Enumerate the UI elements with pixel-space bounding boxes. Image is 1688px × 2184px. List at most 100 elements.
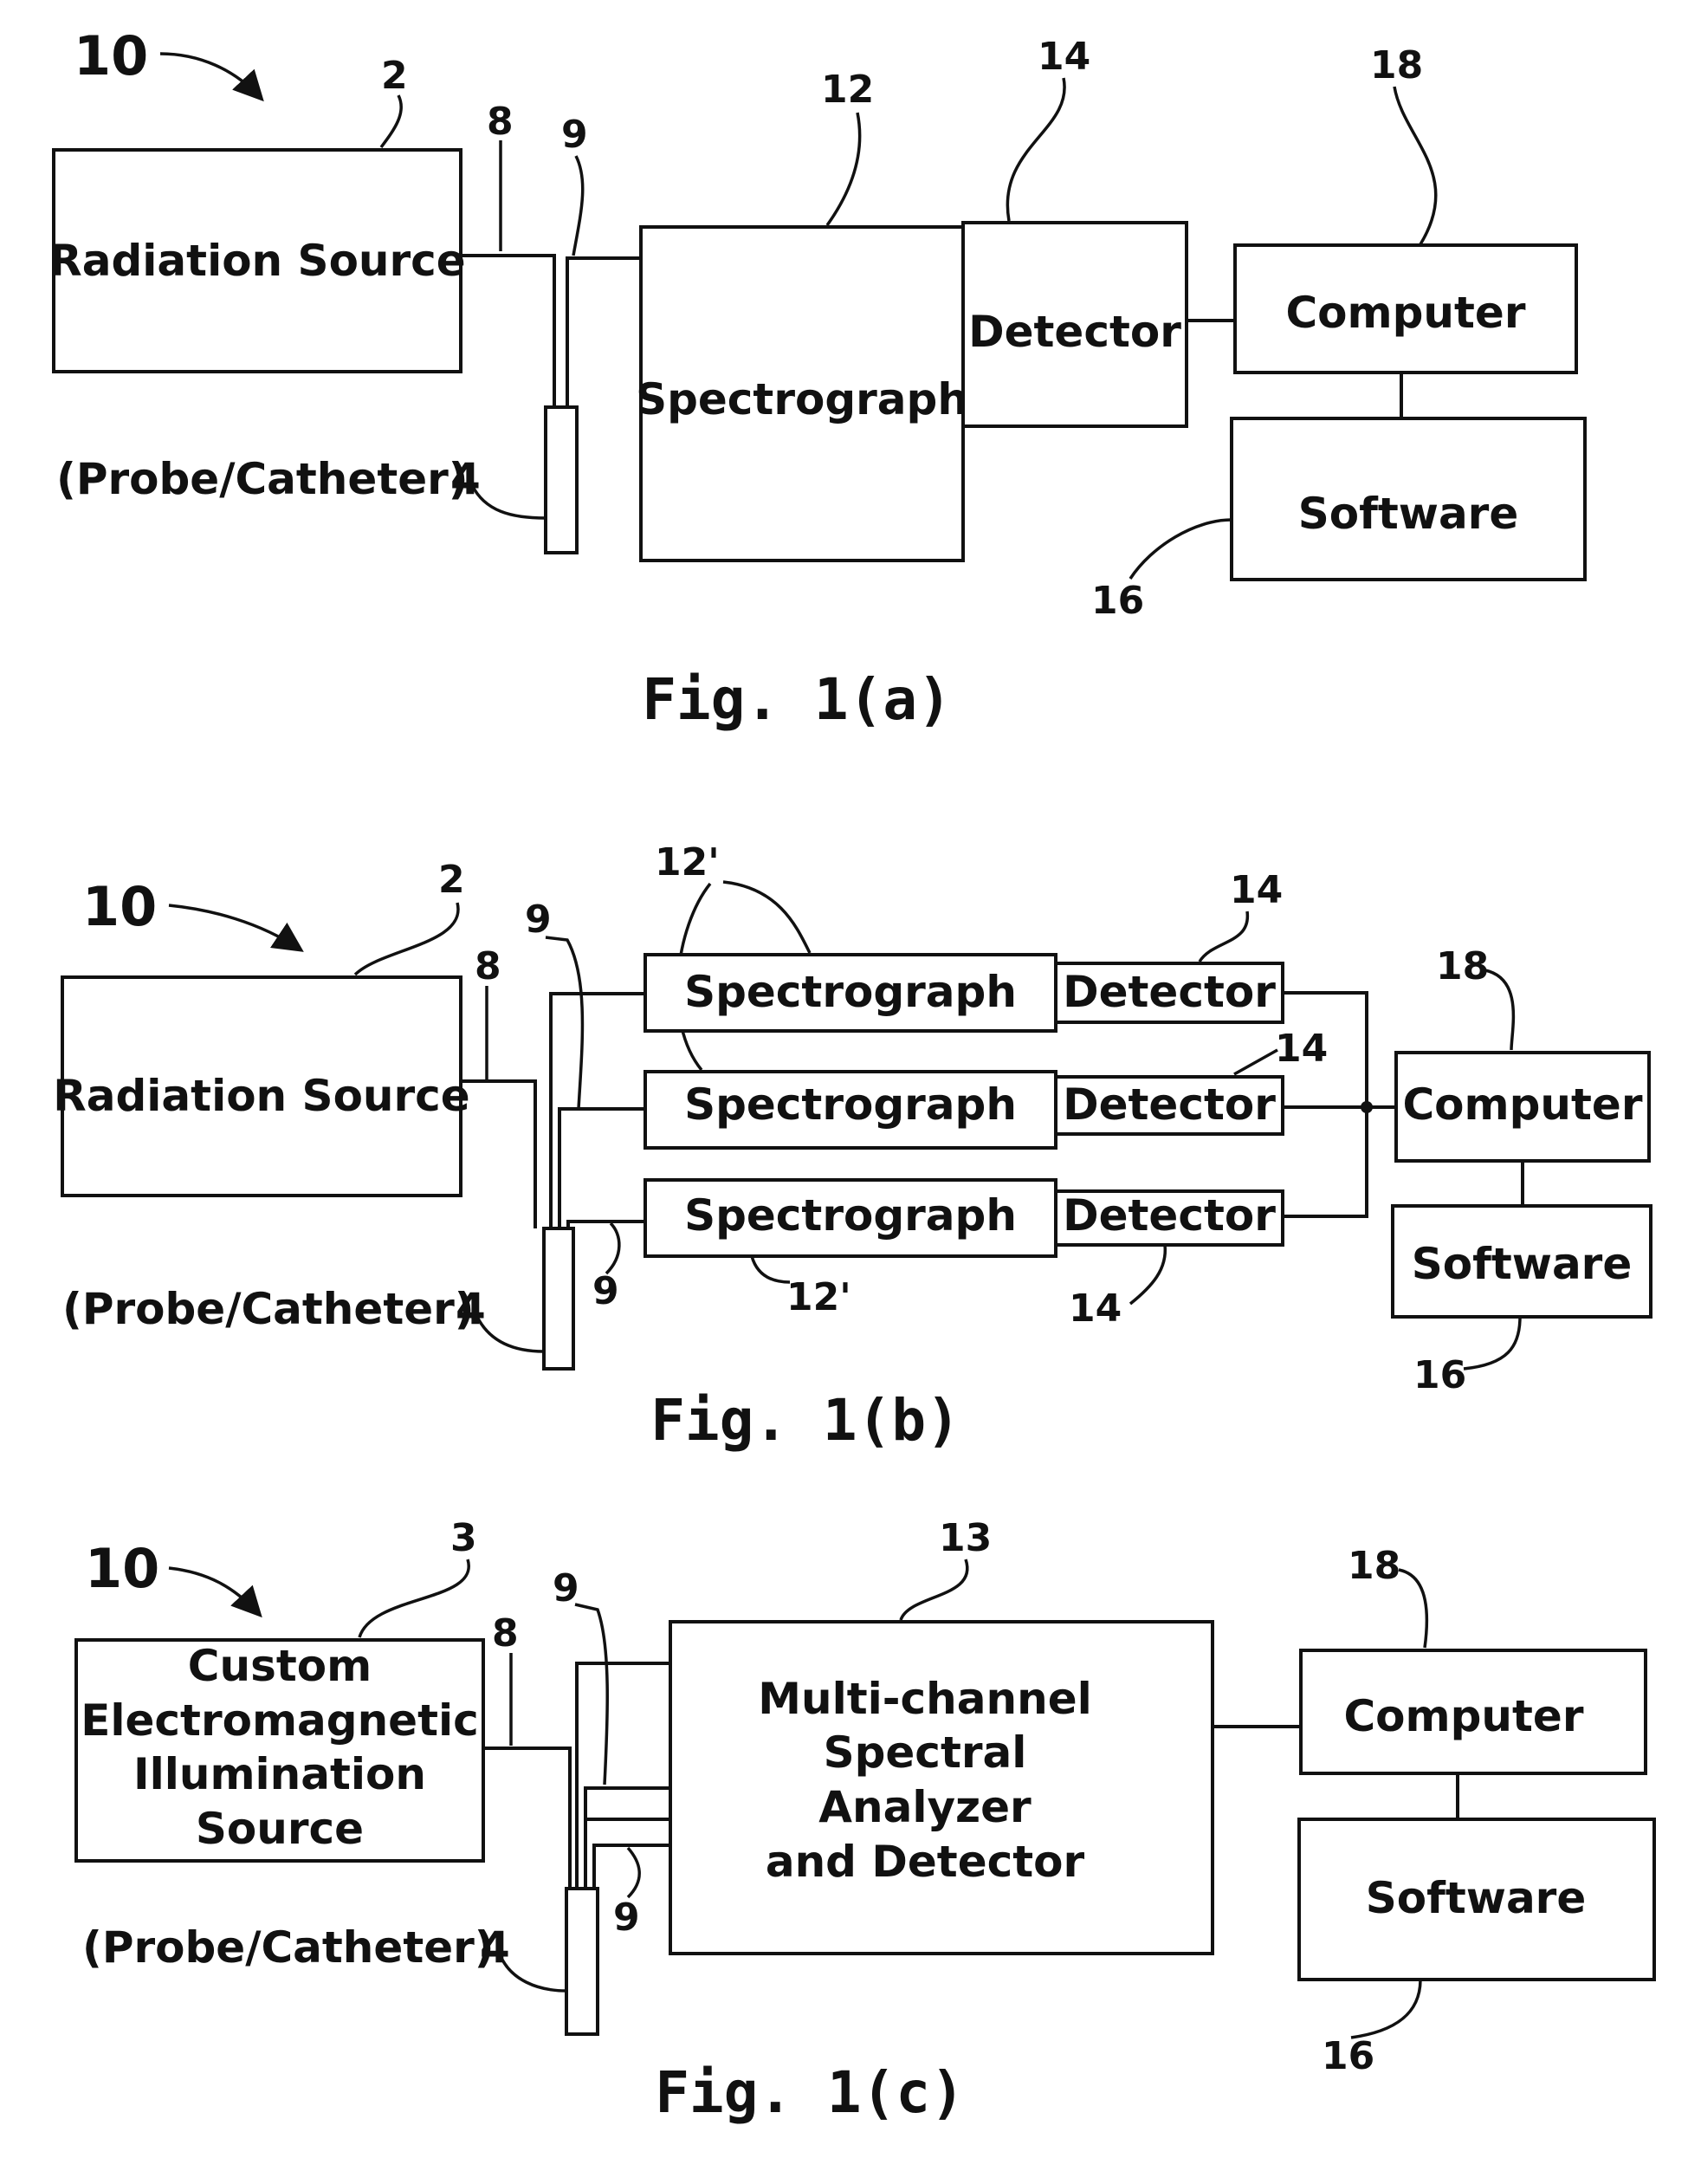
detector-label-3: Detector [1063, 1190, 1276, 1241]
detector-label-1: Detector [1063, 967, 1276, 1017]
spectrograph-label-3: Spectrograph [684, 1190, 1017, 1241]
system-arrow [169, 905, 299, 949]
probe-label: (Probe/Catheter) [62, 1284, 475, 1334]
ref-spectrograph-top-leader-1 [723, 882, 810, 953]
ref-detector-leader [1007, 78, 1064, 221]
software-label: Software [1412, 1239, 1633, 1289]
ref-computer-label: 18 [1370, 43, 1423, 87]
ref-system-label: 10 [85, 1537, 159, 1600]
analyzer-line-3: Analyzer [818, 1782, 1032, 1832]
fiber-9-mid [585, 1788, 670, 1889]
fiber-8 [461, 256, 554, 407]
ref-computer-leader [1394, 87, 1436, 244]
ref-fiber9-top-label: 9 [525, 898, 552, 942]
ref-fiber9-label: 9 [561, 113, 588, 157]
analyzer-line-1: Multi-channel [758, 1674, 1092, 1724]
ref-fiber8-label: 8 [487, 100, 514, 144]
ref-fiber8-label: 8 [475, 944, 501, 988]
ref-detector-mid-leader [1234, 1050, 1277, 1074]
ref-probe-leader [472, 485, 546, 518]
ref-fiber9-bottom-leader [628, 1848, 639, 1897]
ref-software-leader [1130, 520, 1232, 579]
ref-spectrograph-bottom-label: 12' [786, 1275, 851, 1319]
fiber-9-bottom [568, 1222, 645, 1228]
fiber-9-top [577, 1663, 670, 1889]
ref-spectrograph-label: 12 [821, 68, 874, 112]
fiber-9 [567, 258, 641, 407]
figure-1c: 10 3 Custom Electromagnetic Illumination… [76, 1516, 1654, 2126]
ref-fiber9-bottom-leader [606, 1223, 619, 1273]
ref-probe-leader [476, 1315, 544, 1351]
source-line-3: Illumination [133, 1749, 426, 1799]
probe-label: (Probe/Catheter) [56, 454, 469, 504]
system-arrow [160, 54, 260, 97]
figure-1b: 10 2 Radiation Source 8 9 9 (Probe/Cathe… [53, 840, 1651, 1454]
ref-probe-label: 4 [456, 1284, 486, 1334]
ref-source-label: 3 [450, 1516, 477, 1560]
ref-source-leader [359, 1559, 469, 1637]
spectrograph-label-1: Spectrograph [684, 967, 1017, 1017]
radiation-source-label: Radiation Source [53, 1071, 469, 1121]
ref-computer-label: 18 [1348, 1544, 1400, 1588]
ref-probe-leader [501, 1956, 566, 1991]
ref-fiber8-label: 8 [492, 1611, 519, 1656]
ref-detector-mid-label: 14 [1275, 1027, 1328, 1071]
ref-software-label: 16 [1322, 2034, 1374, 2078]
ref-source-label: 2 [438, 858, 465, 902]
ref-spectrograph-top-label: 12' [655, 840, 720, 885]
probe-catheter [546, 407, 577, 553]
source-line-4: Source [196, 1804, 364, 1854]
ref-spectrograph-leader [827, 113, 860, 225]
ref-detector-label: 14 [1038, 35, 1090, 79]
ref-source-label: 2 [381, 54, 408, 98]
ref-analyzer-label: 13 [939, 1516, 992, 1560]
probe-catheter [566, 1889, 598, 2034]
caption-fig-1c: Fig. 1(c) [655, 2059, 965, 2126]
detector-label-2: Detector [1063, 1079, 1276, 1130]
ref-detector-bottom-leader [1130, 1245, 1165, 1304]
caption-fig-1b: Fig. 1(b) [650, 1387, 960, 1454]
fiber-9-top [551, 994, 645, 1228]
fiber-8 [461, 1081, 535, 1228]
radiation-source-label: Radiation Source [49, 236, 465, 286]
fiber-8 [483, 1748, 570, 1889]
ref-fiber9-top-label: 9 [553, 1566, 579, 1610]
ref-software-label: 16 [1413, 1353, 1466, 1397]
ref-analyzer-leader [901, 1559, 967, 1620]
source-line-1: Custom [188, 1641, 372, 1691]
caption-fig-1a: Fig. 1(a) [642, 666, 952, 733]
ref-computer-leader [1399, 1570, 1426, 1648]
ref-system-label: 10 [82, 875, 157, 938]
detector-label: Detector [968, 307, 1181, 357]
ref-computer-leader [1485, 970, 1513, 1050]
source-line-2: Electromagnetic [81, 1695, 479, 1746]
ref-system-label: 10 [74, 24, 148, 87]
software-label: Software [1366, 1873, 1587, 1923]
spectrograph-label: Spectrograph [636, 374, 968, 424]
analyzer-line-2: Spectral [824, 1727, 1027, 1778]
computer-label: Computer [1343, 1691, 1583, 1741]
ref-source-leader [355, 903, 458, 975]
junction-dot [1361, 1101, 1373, 1113]
ref-software-leader [1351, 1980, 1420, 2038]
figure-1a: 10 2 Radiation Source 8 9 (Probe/Cathete… [49, 24, 1585, 733]
ref-source-leader [381, 95, 401, 147]
spectrograph-label-2: Spectrograph [684, 1079, 1017, 1130]
analyzer-line-4: and Detector [766, 1837, 1085, 1887]
ref-probe-label: 4 [450, 454, 481, 504]
ref-detector-bottom-label: 14 [1069, 1286, 1122, 1331]
ref-fiber9-leader [573, 156, 583, 256]
ref-spectrograph-bottom-leader [752, 1256, 790, 1282]
ref-software-label: 16 [1091, 579, 1144, 623]
ref-computer-label: 18 [1436, 944, 1489, 988]
ref-detector-top-label: 14 [1230, 868, 1283, 912]
computer-label: Computer [1285, 288, 1525, 338]
ref-fiber9-bottom-label: 9 [592, 1269, 619, 1313]
software-label: Software [1298, 489, 1519, 539]
probe-catheter [544, 1228, 573, 1369]
ref-fiber9-top-leader [575, 1604, 607, 1785]
fiber-9-mid [559, 1109, 645, 1228]
probe-label: (Probe/Catheter) [82, 1922, 495, 1973]
ref-software-leader [1464, 1317, 1520, 1369]
